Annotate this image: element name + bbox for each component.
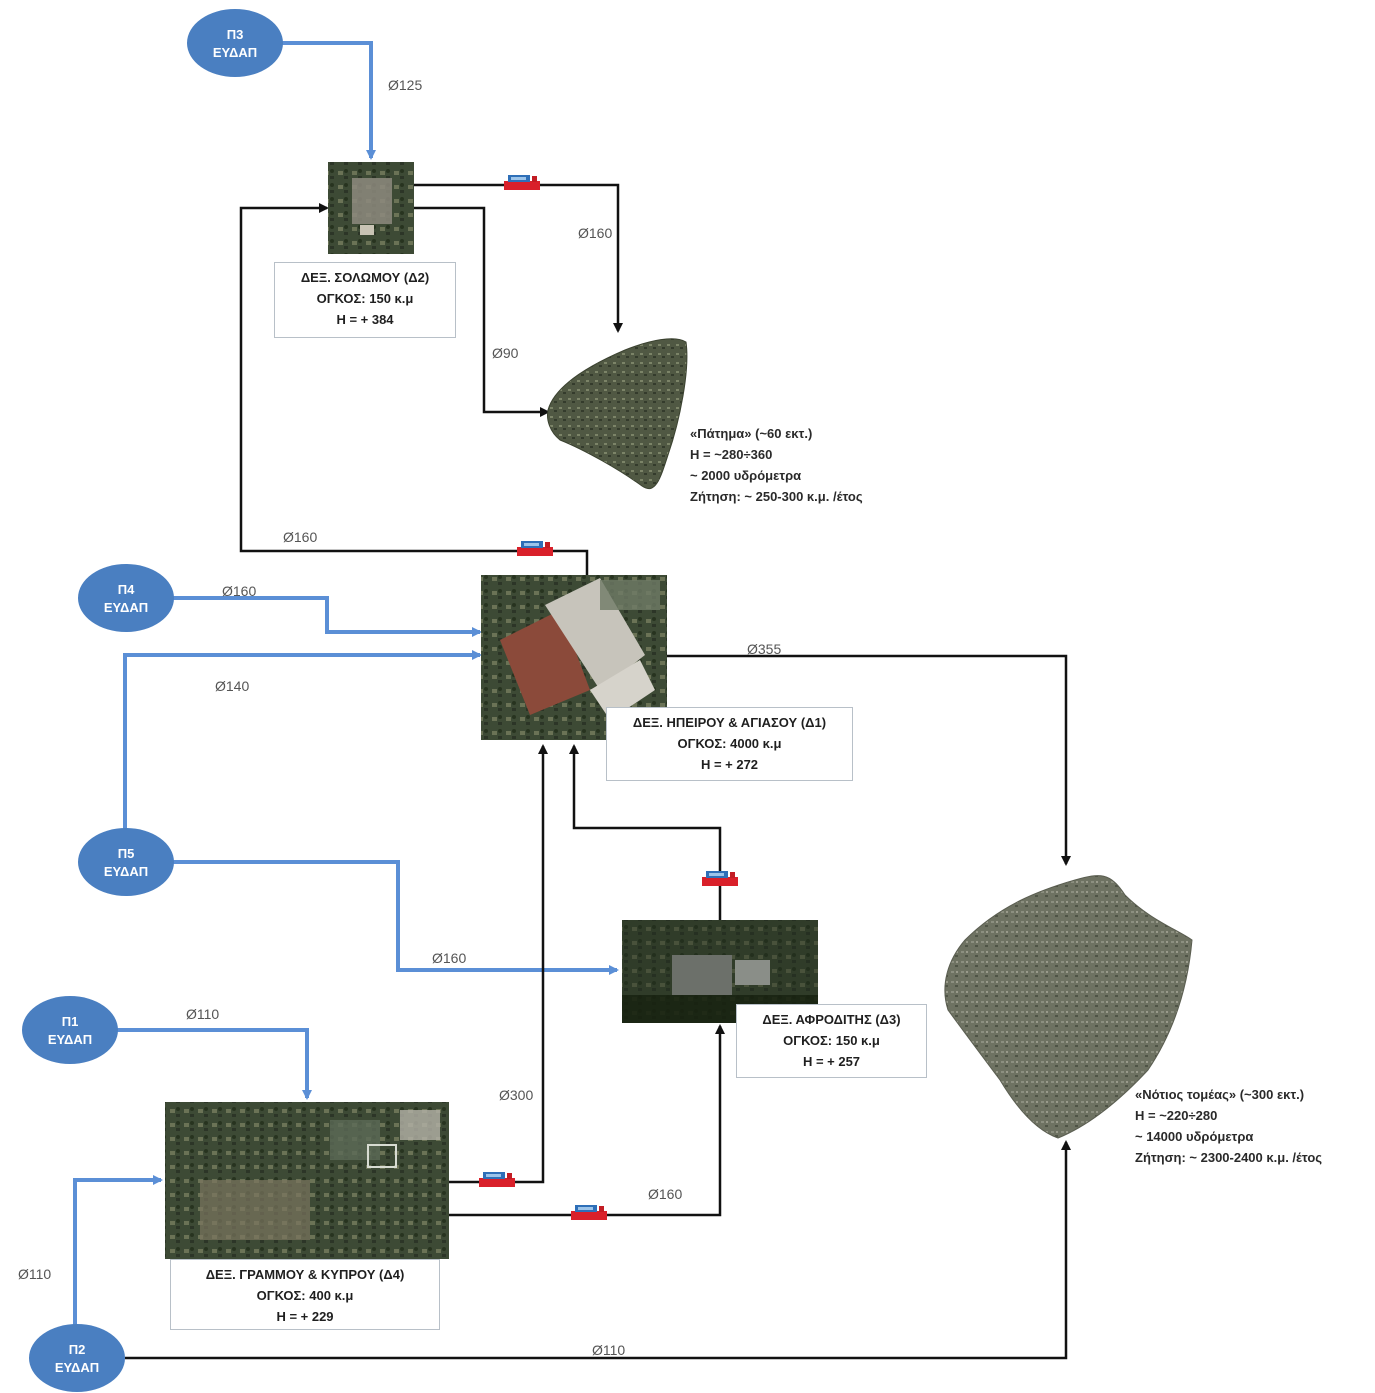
pipe-label: Ø125 [388, 77, 422, 93]
zone-line: Ζήτηση: ~ 2300-2400 κ.μ. /έτος [1135, 1150, 1323, 1165]
source-label: Π2 [69, 1342, 86, 1357]
tank-name: ΔΕΞ. ΓΡΑΜΜΟΥ & ΚΥΠΡΟΥ (Δ4) [205, 1267, 405, 1282]
zone-line: Η = ~220÷280 [1135, 1108, 1218, 1123]
zone-line: «Πάτημα» (~60 εκτ.) [690, 426, 813, 441]
pipe-label: Ø140 [215, 678, 249, 694]
source-p3: Π3 ΕΥΔΑΠ [187, 9, 283, 77]
source-label: ΕΥΔΑΠ [213, 45, 257, 60]
pipe-d2-patima-top [414, 183, 623, 333]
tank-volume: ΟΓΚΟΣ: 150 κ.μ [316, 291, 414, 306]
pipe-p5-d3 [172, 860, 619, 975]
pipe-label: Ø300 [499, 1087, 533, 1103]
tank-elevation: Η = + 229 [276, 1309, 334, 1324]
tank-volume: ΟΓΚΟΣ: 400 κ.μ [256, 1288, 354, 1303]
pipe-p2-notios [125, 1140, 1071, 1360]
pump-icon [504, 175, 540, 190]
source-label: Π5 [118, 846, 135, 861]
zone-notios-shape [944, 875, 1193, 1139]
pipe-label: Ø160 [648, 1186, 682, 1202]
source-label: Π1 [62, 1014, 79, 1029]
tank-d2-image [328, 162, 414, 254]
source-label: Π3 [227, 27, 244, 42]
source-label: ΕΥΔΑΠ [104, 600, 148, 615]
tank-elevation: Η = + 384 [336, 312, 394, 327]
source-label: Π4 [118, 582, 135, 597]
tank-d4-image [165, 1102, 449, 1259]
tank-elevation: Η = + 257 [802, 1054, 861, 1069]
pipe-labels: Ø125 Ø160 Ø90 Ø160 Ø160 Ø140 Ø355 Ø160 Ø… [18, 77, 781, 1358]
zone-patima-shape [547, 338, 688, 489]
pipe-label: Ø160 [222, 583, 256, 599]
source-label: ΕΥΔΑΠ [55, 1360, 99, 1375]
pump-icon [479, 1172, 515, 1187]
zone-line: Ζήτηση: ~ 250-300 κ.μ. /έτος [690, 489, 863, 504]
source-p1: Π1 ΕΥΔΑΠ [22, 996, 118, 1064]
tank-d2-info: ΔΕΞ. ΣΟΛΩΜΟΥ (Δ2) ΟΓΚΟΣ: 150 κ.μ Η = + 3… [274, 262, 456, 338]
zone-notios-info: «Νότιος τομέας» (~300 εκτ.) Η = ~220÷280… [1135, 1084, 1322, 1168]
pipe-d4-d3 [449, 1024, 725, 1217]
pipe-label: Ø160 [578, 225, 612, 241]
pipe-label: Ø110 [18, 1266, 51, 1282]
source-label: ΕΥΔΑΠ [48, 1032, 92, 1047]
pipe-p3-d2 [282, 41, 376, 160]
tank-name: ΔΕΞ. ΣΟΛΩΜΟΥ (Δ2) [300, 270, 430, 285]
source-p4: Π4 ΕΥΔΑΠ [78, 564, 174, 632]
pipe-label: Ø355 [747, 641, 781, 657]
tank-volume: ΟΓΚΟΣ: 150 κ.μ [783, 1033, 880, 1048]
pipe-p1-d4 [116, 1028, 312, 1100]
pipe-p2-d4 [73, 1175, 163, 1328]
pipe-label: Ø160 [283, 529, 317, 545]
supply-lines [73, 41, 619, 1328]
tank-d1-info: ΔΕΞ. ΗΠΕΙΡΟΥ & ΑΓΙΑΣΟΥ (Δ1) ΟΓΚΟΣ: 4000 … [606, 707, 853, 781]
source-p2: Π2 ΕΥΔΑΠ [29, 1324, 125, 1392]
pipe-p4-d1 [172, 596, 482, 637]
tank-d4-info: ΔΕΞ. ΓΡΑΜΜΟΥ & ΚΥΠΡΟΥ (Δ4) ΟΓΚΟΣ: 400 κ.… [170, 1259, 440, 1330]
source-label: ΕΥΔΑΠ [104, 864, 148, 879]
zone-line: ~ 14000 υδρόμετρα [1135, 1129, 1254, 1144]
pipe-label: Ø90 [492, 345, 519, 361]
pump-icon [517, 541, 553, 556]
pump-icon [571, 1205, 607, 1220]
zone-line: «Νότιος τομέας» (~300 εκτ.) [1135, 1087, 1305, 1102]
pipe-d2-patima-low [414, 206, 550, 417]
pipe-label: Ø110 [186, 1006, 219, 1022]
pipe-label: Ø110 [592, 1342, 625, 1358]
pump-icon [702, 871, 738, 886]
tank-name: ΔΕΞ. ΑΦΡΟΔΙΤΗΣ (Δ3) [762, 1012, 901, 1027]
pipe-d1-notios [667, 654, 1071, 866]
zone-line: Η = ~280÷360 [690, 447, 773, 462]
pipe-p5-d1 [123, 650, 482, 830]
pipe-d1-d2 [239, 203, 589, 575]
pumps [479, 175, 738, 1220]
zone-patima-info: «Πάτημα» (~60 εκτ.) Η = ~280÷360 ~ 2000 … [690, 423, 863, 507]
tank-volume: ΟΓΚΟΣ: 4000 κ.μ [677, 736, 782, 751]
tank-elevation: Η = + 272 [700, 757, 759, 772]
pipe-label: Ø160 [432, 950, 466, 966]
tank-d3-info: ΔΕΞ. ΑΦΡΟΔΙΤΗΣ (Δ3) ΟΓΚΟΣ: 150 κ.μ Η = +… [736, 1004, 927, 1078]
source-p5: Π5 ΕΥΔΑΠ [78, 828, 174, 896]
tank-name: ΔΕΞ. ΗΠΕΙΡΟΥ & ΑΓΙΑΣΟΥ (Δ1) [632, 715, 827, 730]
zone-line: ~ 2000 υδρόμετρα [690, 468, 802, 483]
